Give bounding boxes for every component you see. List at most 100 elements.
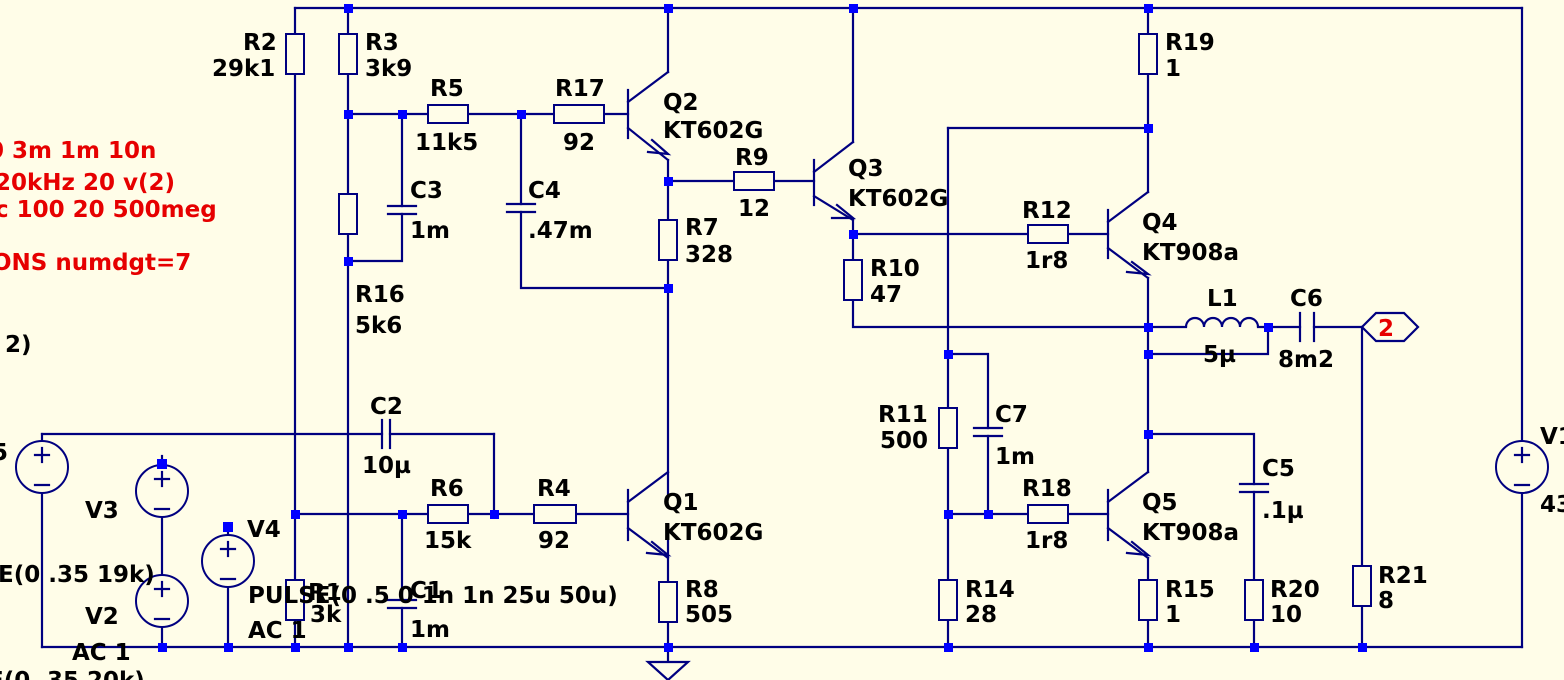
transistor-Q4 (1106, 190, 1152, 280)
label-Q5-value: KT908a (1142, 520, 1239, 546)
resistor-R19 (1138, 33, 1158, 75)
resistor-R1 (285, 579, 305, 621)
label-R3-name: R3 (365, 30, 399, 56)
source-V2 (135, 574, 189, 628)
label-L1-value: 5µ (1203, 342, 1236, 368)
label-R4-value: 92 (538, 528, 570, 554)
label-R6-value: 15k (424, 528, 472, 554)
label-C3-name: C3 (410, 178, 443, 204)
label-Q4-name: Q4 (1142, 210, 1178, 236)
label-R5-value: 11k5 (415, 130, 478, 156)
label-R15-name: R15 (1165, 577, 1215, 603)
label-R1-name: R1 (308, 580, 342, 606)
label-V3-name: V3 (85, 498, 119, 524)
label-R5-name: R5 (430, 76, 464, 102)
resistor-R11 (938, 407, 958, 449)
label-V1-name: V1 (1540, 424, 1564, 450)
label-R21-value: 8 (1378, 588, 1394, 614)
label-R8-name: R8 (685, 577, 719, 603)
resistor-R12 (1027, 224, 1069, 244)
label-V2-value: AC 1 (72, 640, 131, 666)
resistor-R7 (658, 219, 678, 261)
label-R19-name: R19 (1165, 30, 1215, 56)
directive-line-1: 0 3m 1m 10n (0, 138, 156, 164)
label-R8-value: 505 (685, 602, 733, 628)
label-R17-name: R17 (555, 76, 605, 102)
source-left (15, 440, 69, 494)
resistor-R3 (338, 33, 358, 75)
resistor-R10 (843, 259, 863, 301)
resistor-R18 (1027, 504, 1069, 524)
label-Q1-name: Q1 (663, 490, 699, 516)
label-R7-value: 328 (685, 242, 733, 268)
capacitor-C3 (386, 204, 418, 216)
ground-icon (645, 660, 691, 680)
label-R3-value: 3k9 (365, 56, 412, 82)
label-R14-name: R14 (965, 577, 1015, 603)
junction-dots (158, 4, 1367, 652)
label-R11-value: 500 (880, 428, 928, 454)
label-V4-name: V4 (247, 517, 281, 543)
label-R12-name: R12 (1022, 198, 1072, 224)
label-Q2-value: KT602G (663, 118, 763, 144)
capacitor-C7 (972, 426, 1004, 438)
resistor-R17 (553, 104, 605, 124)
label-V2-name: V2 (85, 604, 119, 630)
label-V1-value: 43 (1540, 492, 1564, 518)
label-C4-value: .47m (528, 218, 593, 244)
resistor-R21 (1352, 565, 1372, 607)
label-R10-name: R10 (870, 256, 920, 282)
capacitor-C6 (1298, 311, 1316, 343)
output-net-flag (1360, 311, 1420, 343)
label-C1-name: C1 (410, 578, 443, 604)
label-V3-spec: E(0 .35 19k) (0, 562, 155, 588)
label-R14-value: 28 (965, 602, 997, 628)
left-partial-text-5: 5 (0, 440, 8, 466)
label-R18-value: 1r8 (1025, 528, 1068, 554)
resistor-symbols (285, 33, 1372, 623)
source-V3 (135, 459, 189, 518)
capacitor-C2 (380, 418, 392, 450)
label-V2-spec: E(0 .35 20k) (0, 668, 145, 680)
label-C6-value: 8m2 (1278, 347, 1334, 373)
label-C7-value: 1m (995, 444, 1035, 470)
label-Q4-value: KT908a (1142, 240, 1239, 266)
label-R2-value: 29k1 (212, 56, 275, 82)
resistor-R16 (338, 193, 358, 235)
label-R9-value: 12 (738, 196, 770, 222)
resistor-R6 (427, 504, 469, 524)
label-R21-name: R21 (1378, 563, 1428, 589)
label-C4-name: C4 (528, 178, 561, 204)
label-R10-value: 47 (870, 282, 902, 308)
label-C2-value: 10µ (362, 453, 411, 479)
resistor-R9 (733, 171, 775, 191)
net-label-out: 2 (1378, 316, 1394, 342)
label-R4-name: R4 (537, 476, 571, 502)
label-R18-name: R18 (1022, 476, 1072, 502)
label-C5-value: .1µ (1262, 498, 1304, 524)
transistor-Q1 (626, 470, 672, 560)
label-R1-value: 3k (310, 602, 342, 628)
label-C6-name: C6 (1290, 286, 1323, 312)
label-R12-value: 1r8 (1025, 248, 1068, 274)
label-C5-name: C5 (1262, 456, 1295, 482)
label-R19-value: 1 (1165, 56, 1181, 82)
label-C3-value: 1m (410, 218, 450, 244)
capacitor-C4 (505, 202, 537, 214)
label-R20-value: 10 (1270, 602, 1302, 628)
label-R6-name: R6 (430, 476, 464, 502)
capacitor-C1 (386, 598, 418, 610)
source-V4 (201, 522, 255, 588)
inductor-L1 (1184, 316, 1260, 328)
transistor-Q5 (1106, 470, 1152, 560)
resistor-R15 (1138, 579, 1158, 621)
label-R16-name: R16 (355, 282, 405, 308)
label-L1-name: L1 (1207, 286, 1238, 312)
label-Q2-name: Q2 (663, 90, 699, 116)
label-R15-value: 1 (1165, 602, 1181, 628)
directive-line-3: c 100 20 500meg (0, 197, 217, 223)
label-R7-name: R7 (685, 215, 719, 241)
label-R11-name: R11 (878, 402, 928, 428)
transistor-Q2 (626, 70, 672, 162)
resistor-R20 (1244, 579, 1264, 621)
